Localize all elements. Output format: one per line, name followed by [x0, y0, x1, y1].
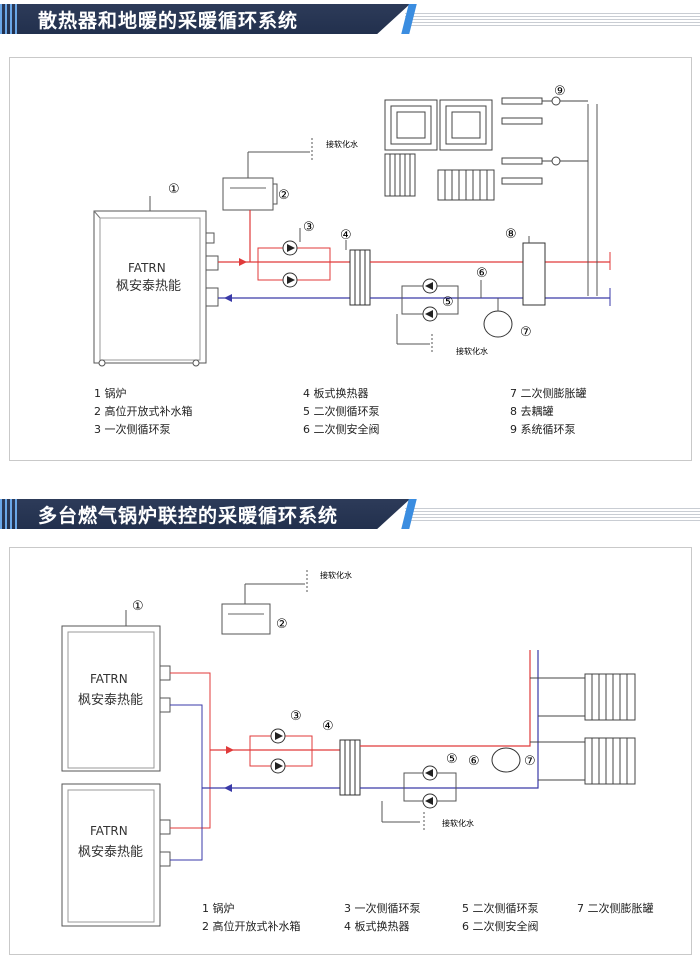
- s2-soft-water-top: 接软化水: [320, 570, 352, 580]
- marker-5: ⑤: [442, 295, 454, 310]
- section1-diagram: FATRN 枫安泰热能 ① ② 接软化水 ③: [93, 84, 611, 367]
- s2-primary-pumps: [249, 728, 313, 774]
- decoupling-tank: [522, 236, 546, 306]
- s2-legend-item-2: 2 高位开放式补水箱: [202, 920, 301, 933]
- makeup-tank: [222, 177, 278, 211]
- floor-heating-coils: [384, 99, 493, 151]
- s2-soft-water-bottom: 接软化水: [442, 818, 474, 828]
- legend-item-9: 9 系统循环泵: [510, 423, 576, 436]
- secondary-pumps: [401, 278, 459, 322]
- s2-legend-item-5: 5 二次侧循环泵: [462, 902, 539, 915]
- boiler-a-brand-en: FATRN: [90, 672, 128, 686]
- marker-9: ⑨: [554, 84, 566, 99]
- s2-legend-item-3: 3 一次侧循环泵: [344, 902, 421, 915]
- boiler-b-brand-en: FATRN: [90, 824, 128, 838]
- s2-radiators: [530, 673, 636, 785]
- legend-item-7: 7 二次侧膨胀罐: [510, 387, 587, 400]
- legend-item-8: 8 去耦罐: [510, 405, 554, 418]
- section1-title: 散热器和地暖的采暖循环系统: [38, 10, 299, 32]
- s2-marker-2: ②: [276, 617, 288, 632]
- marker-8: ⑧: [505, 227, 517, 242]
- makeup-tank-2: [221, 603, 271, 635]
- section1-header: 散热器和地暖的采暖循环系统: [0, 0, 700, 40]
- s2-legend-item-4: 4 板式换热器: [344, 920, 410, 933]
- s2-expansion-tank: [491, 747, 521, 773]
- header-stripe: [0, 4, 20, 34]
- legend-item-1: 1 锅炉: [94, 387, 127, 400]
- legend-item-2: 2 高位开放式补水箱: [94, 405, 193, 418]
- marker-7: ⑦: [520, 325, 532, 340]
- s2-secondary-pumps: [403, 765, 457, 809]
- s2-legend-item-7: 7 二次侧膨胀罐: [577, 902, 654, 915]
- marker-2: ②: [278, 188, 290, 203]
- s2-marker-3: ③: [290, 709, 302, 724]
- legend-item-3: 3 一次侧循环泵: [94, 423, 171, 436]
- marker-1: ①: [168, 182, 180, 197]
- primary-pumps: [257, 240, 331, 288]
- section2-diagram-panel: FATRN 枫安泰热能 ① FATRN 枫安泰热能 ② 接软化水: [9, 547, 692, 955]
- radiators: [384, 153, 495, 201]
- boiler-a: [61, 625, 171, 772]
- s2-marker-1: ①: [132, 599, 144, 614]
- s2-legend-item-1: 1 锅炉: [202, 902, 235, 915]
- header-rule: [405, 507, 700, 521]
- boiler-brand-cn: 枫安泰热能: [116, 279, 181, 294]
- s2-marker-7: ⑦: [524, 754, 536, 769]
- soft-water-label-bottom: 接软化水: [456, 346, 488, 356]
- s2-legend-item-6: 6 二次侧安全阀: [462, 920, 539, 933]
- header-stripe: [0, 499, 20, 529]
- s2-marker-6: ⑥: [468, 754, 480, 769]
- section2-header: 多台燃气锅炉联控的采暖循环系统: [0, 495, 700, 535]
- section2-diagram: FATRN 枫安泰热能 ① FATRN 枫安泰热能 ② 接软化水: [61, 570, 636, 927]
- marker-6: ⑥: [476, 266, 488, 281]
- soft-water-label-top: 接软化水: [326, 139, 358, 149]
- boiler-b: [61, 783, 171, 927]
- section2-title: 多台燃气锅炉联控的采暖循环系统: [38, 505, 339, 527]
- boiler-brand-en: FATRN: [128, 261, 166, 275]
- marker-3: ③: [303, 220, 315, 235]
- marker-4: ④: [340, 228, 352, 243]
- header-rule: [405, 12, 700, 26]
- header-bar: [0, 4, 410, 34]
- s2-marker-4: ④: [322, 719, 334, 734]
- boiler-1: [93, 210, 219, 367]
- boiler-a-brand-cn: 枫安泰热能: [78, 693, 143, 708]
- expansion-tank: [483, 298, 513, 338]
- legend-item-4: 4 板式换热器: [303, 387, 369, 400]
- section1-diagram-panel: FATRN 枫安泰热能 ① ② 接软化水 ③: [9, 57, 692, 461]
- manifolds: [501, 96, 588, 185]
- s2-plate-heat-exchanger: [339, 739, 361, 796]
- legend-item-5: 5 二次侧循环泵: [303, 405, 380, 418]
- legend-item-6: 6 二次侧安全阀: [303, 423, 380, 436]
- header-bar: [0, 499, 410, 529]
- s2-marker-5: ⑤: [446, 752, 458, 767]
- plate-heat-exchanger: [349, 249, 371, 306]
- boiler-b-brand-cn: 枫安泰热能: [78, 845, 143, 860]
